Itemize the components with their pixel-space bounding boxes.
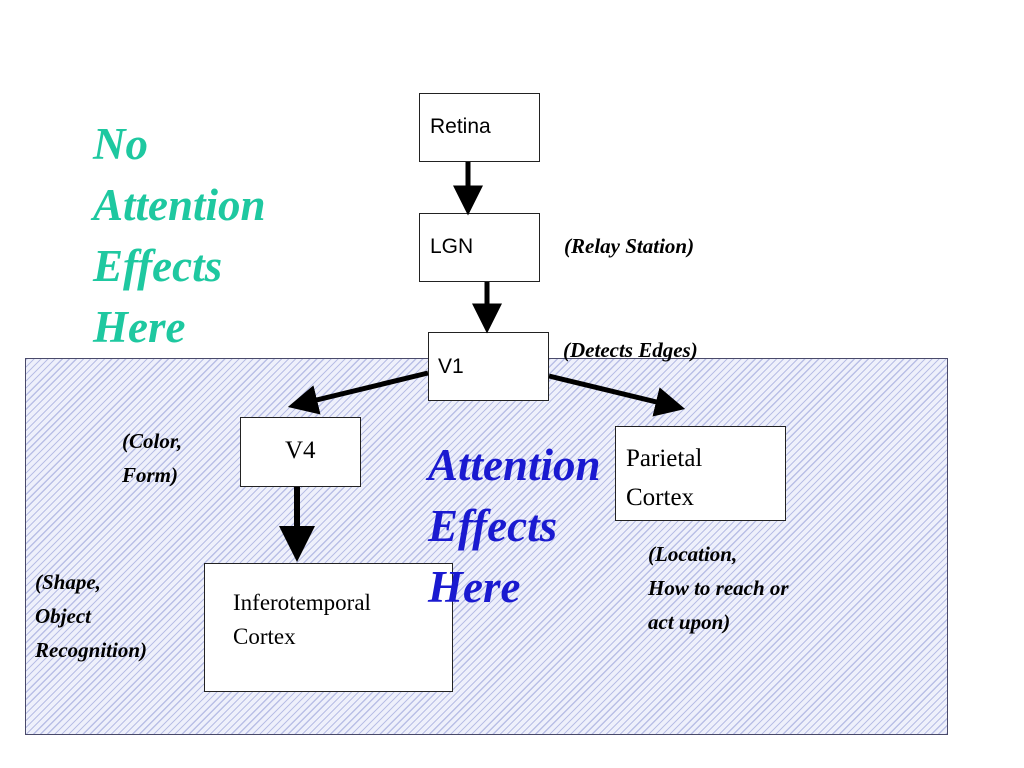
attention-line-3: Here xyxy=(428,562,521,612)
node-inferotemporal-line-1: Inferotemporal xyxy=(233,590,371,615)
node-parietal-line-1: Parietal xyxy=(626,445,703,472)
note-location-line-2: How to reach or xyxy=(648,576,789,600)
node-parietal: Parietal Cortex xyxy=(615,426,786,521)
note-shape-object: (Shape, Object Recognition) xyxy=(35,565,147,667)
note-detects-edges: (Detects Edges) xyxy=(563,338,698,362)
note-shape-line-1: (Shape, xyxy=(35,570,101,594)
no-attention-line-2: Attention xyxy=(93,180,266,230)
node-lgn-label: LGN xyxy=(430,235,474,258)
node-retina-label: Retina xyxy=(430,115,491,138)
note-shape-line-3: Recognition) xyxy=(35,638,148,662)
no-attention-line-4: Here xyxy=(93,302,186,352)
node-v4-label: V4 xyxy=(285,437,316,464)
attention-region xyxy=(25,358,948,735)
note-location: (Location, How to reach or act upon) xyxy=(648,537,789,639)
node-v4: V4 xyxy=(240,417,361,487)
no-attention-label: No Attention Effects Here xyxy=(93,114,266,358)
note-location-line-1: (Location, xyxy=(648,542,738,566)
node-parietal-line-2: Cortex xyxy=(626,484,695,511)
node-inferotemporal: Inferotemporal Cortex xyxy=(204,563,453,692)
attention-label: Attention Effects Here xyxy=(428,435,601,618)
node-lgn: LGN xyxy=(419,213,540,282)
note-shape-line-2: Object xyxy=(35,604,91,628)
note-location-line-3: act upon) xyxy=(648,610,731,634)
attention-line-2: Effects xyxy=(428,501,558,551)
note-color-form-line-1: (Color, xyxy=(122,429,183,453)
note-relay-station: (Relay Station) xyxy=(564,234,695,258)
no-attention-line-1: No xyxy=(93,119,148,169)
attention-line-1: Attention xyxy=(428,440,601,490)
note-color-form: (Color, Form) xyxy=(122,424,182,492)
node-inferotemporal-line-2: Cortex xyxy=(233,624,296,649)
no-attention-line-3: Effects xyxy=(93,241,223,291)
note-color-form-line-2: Form) xyxy=(122,463,179,487)
node-v1-label: V1 xyxy=(438,355,464,378)
arrow-v1-to-parietal xyxy=(548,373,686,417)
node-v1: V1 xyxy=(428,332,549,401)
node-retina: Retina xyxy=(419,93,540,162)
arrow-v1-to-v4 xyxy=(287,370,429,415)
